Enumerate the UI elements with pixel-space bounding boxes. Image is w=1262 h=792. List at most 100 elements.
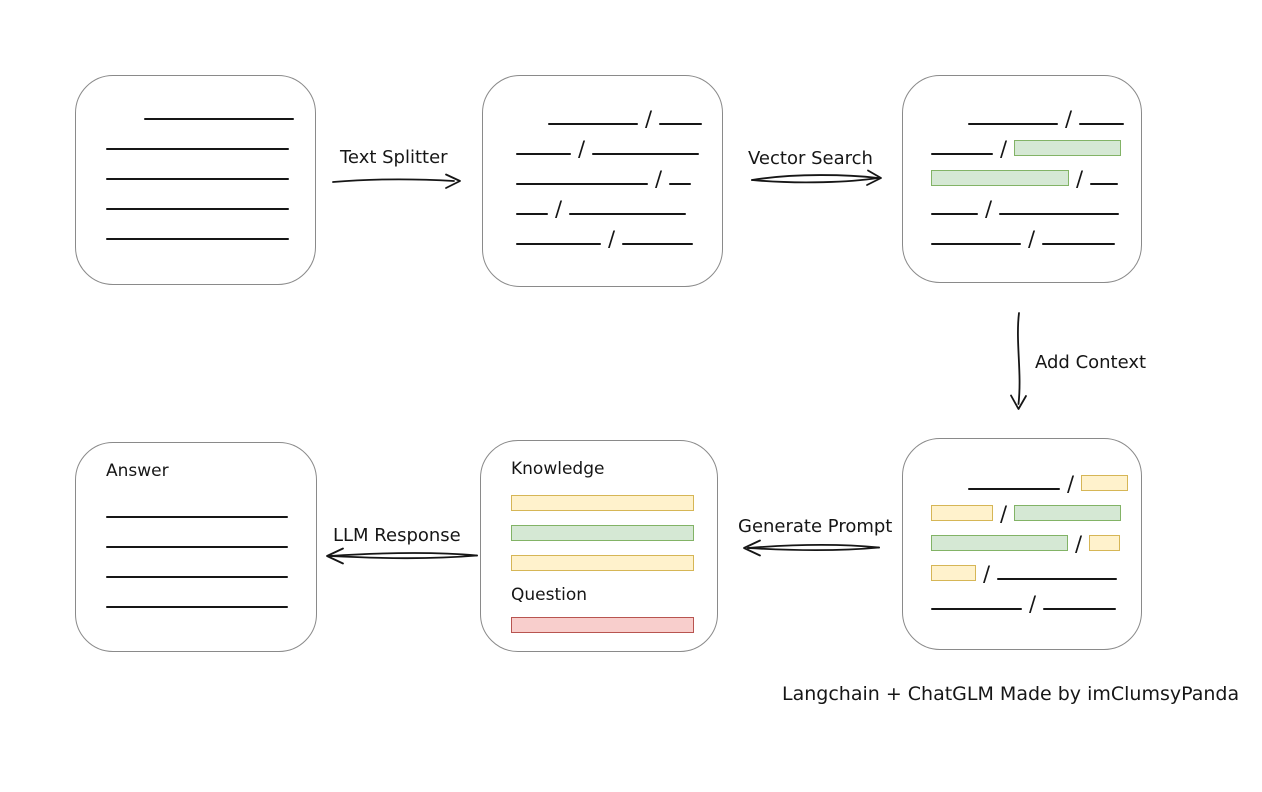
answer-lines: [106, 489, 316, 609]
split-text-lines: /////: [483, 76, 722, 251]
slash-separator: /: [1028, 227, 1036, 251]
doc-row: /: [516, 156, 722, 191]
doc-row: /: [931, 521, 1141, 556]
text-line: [669, 183, 692, 185]
doc-row: /: [931, 96, 1141, 131]
highlighted-chunk-green: [1014, 140, 1122, 156]
text-line: [106, 576, 288, 578]
text-line: [931, 213, 978, 215]
text-line: [1043, 608, 1117, 610]
indent-space: [931, 125, 961, 126]
vector-result-lines: / / / / /: [903, 76, 1141, 251]
doc-row: [106, 151, 315, 181]
doc-row: [106, 121, 315, 151]
text-line: [997, 578, 1118, 580]
bar-row: [511, 481, 717, 511]
doc-row: /: [931, 461, 1141, 496]
text-line: [106, 516, 288, 518]
text-line: [592, 153, 700, 155]
text-line: [106, 178, 289, 180]
red-bar: [511, 617, 694, 633]
highlighted-chunk-yellow: [1089, 535, 1121, 551]
doc-row: [106, 91, 315, 121]
text-splitter-label: Text Splitter: [340, 147, 448, 168]
doc-row: /: [931, 551, 1141, 586]
doc-row: /: [516, 216, 722, 251]
text-line: [516, 243, 601, 245]
answer-box: Answer: [75, 442, 317, 652]
context-lines: /////: [903, 439, 1141, 616]
answer-label: Answer: [106, 461, 169, 481]
text-line: [106, 208, 289, 210]
text-line: [144, 118, 294, 120]
text-line: [931, 608, 1022, 610]
vector-search-arrow: [751, 169, 882, 186]
highlighted-chunk-yellow: [931, 505, 993, 521]
text-line: [106, 238, 289, 240]
text-line: [931, 153, 993, 155]
slash-separator: /: [1029, 592, 1037, 616]
text-line: [622, 243, 694, 245]
highlighted-chunk-green: [1014, 505, 1122, 521]
text-line: [999, 213, 1120, 215]
doc-row: /: [931, 186, 1141, 221]
vector-search-result-box: / / / / /: [902, 75, 1142, 283]
doc-row: [106, 181, 315, 211]
slash-separator: /: [1076, 167, 1084, 191]
text-line: [1042, 243, 1116, 245]
llm-response-arrow: [326, 547, 478, 565]
yellow-bar: [511, 555, 694, 571]
prompt-content: Knowledge Question: [481, 441, 717, 633]
slash-separator: /: [608, 227, 616, 251]
indent-space: [931, 490, 961, 491]
slash-separator: /: [1065, 107, 1073, 131]
text-line: [931, 243, 1021, 245]
bar-row: [511, 511, 717, 541]
text-line: [1090, 183, 1119, 185]
llm-response-label: LLM Response: [333, 525, 461, 546]
doc-row: [106, 549, 316, 579]
add-context-label: Add Context: [1035, 352, 1147, 373]
answer-content: Answer: [76, 443, 316, 609]
text-line: [659, 123, 703, 125]
slash-separator: /: [983, 562, 991, 586]
indent-space: [106, 120, 137, 121]
knowledge-label: Knowledge: [511, 459, 605, 479]
yellow-bar: [511, 495, 694, 511]
text-line: [968, 123, 1058, 125]
slash-separator: /: [1067, 472, 1075, 496]
slash-separator: /: [985, 197, 993, 221]
split-text-box: /////: [482, 75, 723, 287]
text-splitter-arrow: [332, 173, 461, 189]
slash-separator: /: [655, 167, 663, 191]
slash-separator: /: [578, 137, 586, 161]
source-document-box: [75, 75, 316, 285]
text-line: [548, 123, 638, 125]
vector-search-label: Vector Search: [748, 148, 873, 169]
text-line: [516, 213, 548, 215]
text-line: [106, 606, 288, 608]
generate-prompt-arrow: [743, 539, 880, 557]
knowledge-bars: [511, 481, 717, 571]
doc-row: /: [931, 126, 1141, 161]
context-box: /////: [902, 438, 1142, 650]
slash-separator: /: [1000, 137, 1008, 161]
text-line: [968, 488, 1060, 490]
doc-row: /: [931, 491, 1141, 525]
question-label: Question: [511, 585, 588, 605]
slash-separator: /: [645, 107, 653, 131]
bar-row: [511, 607, 717, 633]
doc-row: /: [516, 126, 722, 161]
doc-row: /: [931, 216, 1141, 251]
text-line: [516, 153, 571, 155]
text-line: [569, 213, 687, 215]
slash-separator: /: [1075, 532, 1083, 556]
text-line: [1079, 123, 1125, 125]
caption-text: Langchain + ChatGLM Made by imClumsyPand…: [782, 683, 1240, 705]
add-context-arrow: [1010, 312, 1027, 410]
doc-row: /: [516, 186, 722, 220]
highlighted-chunk-yellow: [1081, 475, 1129, 491]
text-line: [106, 546, 288, 548]
doc-row: /: [516, 96, 722, 131]
